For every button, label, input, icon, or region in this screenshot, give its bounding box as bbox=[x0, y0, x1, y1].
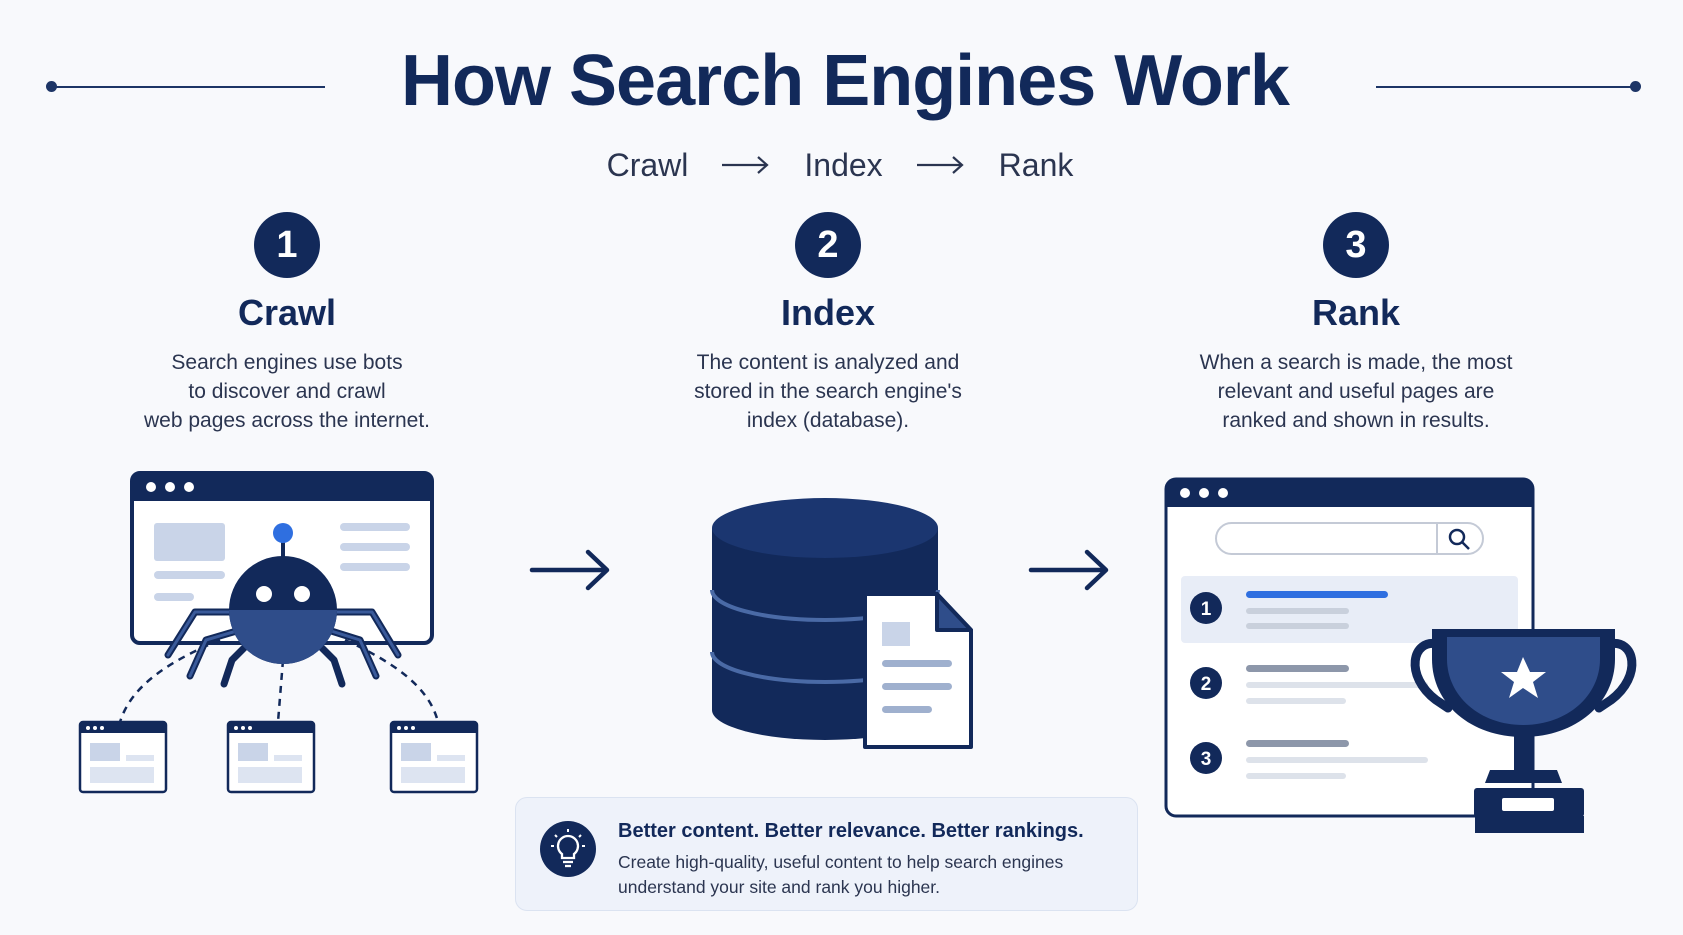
step-description: Search engines use bots to discover and … bbox=[143, 351, 430, 432]
trophy-icon bbox=[1410, 629, 1637, 833]
flow-step-rank: Rank bbox=[998, 146, 1074, 183]
step-crawl: 1 Crawl Search engines use bots to disco… bbox=[67, 212, 507, 435]
svg-text:1: 1 bbox=[1201, 599, 1212, 620]
flow-step-crawl: Crawl bbox=[606, 146, 689, 183]
flow-step-index: Index bbox=[804, 146, 883, 183]
linked-page-icon bbox=[389, 720, 479, 794]
linked-page-icon bbox=[226, 720, 316, 794]
title-rule-left bbox=[50, 86, 325, 88]
search-results-window bbox=[1164, 477, 1535, 818]
tip-headline: Better content. Better relevance. Better… bbox=[618, 820, 1084, 842]
result-rank-badge: 2 bbox=[1190, 667, 1222, 699]
step-index: 2 Index The content is analyzed and stor… bbox=[608, 212, 1048, 435]
arrow-right-icon bbox=[916, 156, 964, 174]
linked-page-icon bbox=[78, 720, 168, 794]
arrow-right-icon bbox=[529, 549, 610, 591]
search-icon bbox=[1448, 528, 1470, 550]
process-flow: Crawl Index Rank bbox=[560, 140, 1120, 190]
step-title: Index bbox=[780, 292, 876, 333]
step-number-badge: 2 bbox=[795, 212, 861, 278]
step-rank: 3 Rank When a search is made, the most r… bbox=[1136, 212, 1576, 435]
lightbulb-icon bbox=[540, 821, 596, 877]
step-description: When a search is made, the most relevant… bbox=[1199, 351, 1513, 432]
step-number-badge: 1 bbox=[254, 212, 320, 278]
arrow-right-icon bbox=[1028, 549, 1109, 591]
svg-text:3: 3 bbox=[1201, 749, 1212, 770]
arrow-right-icon bbox=[722, 156, 770, 174]
page-title: How Search Engines Work bbox=[401, 41, 1290, 121]
step-number-badge: 3 bbox=[1323, 212, 1389, 278]
document-icon bbox=[863, 592, 973, 749]
spider-bot-icon bbox=[164, 523, 402, 688]
result-rank-badge: 1 bbox=[1190, 592, 1222, 624]
svg-text:2: 2 bbox=[1201, 674, 1212, 695]
result-lines bbox=[1246, 591, 1428, 779]
step-title: Rank bbox=[1311, 292, 1401, 333]
search-bar bbox=[1215, 522, 1484, 555]
tip-callout: Better content. Better relevance. Better… bbox=[515, 797, 1138, 911]
step-title: Crawl bbox=[237, 292, 337, 333]
result-rank-badge: 3 bbox=[1190, 742, 1222, 774]
title-rule-right bbox=[1376, 86, 1636, 88]
tip-body: Create high-quality, useful content to h… bbox=[618, 852, 1064, 897]
title-rule-dot-right bbox=[1630, 81, 1641, 92]
step-description: The content is analyzed and stored in th… bbox=[694, 351, 962, 432]
